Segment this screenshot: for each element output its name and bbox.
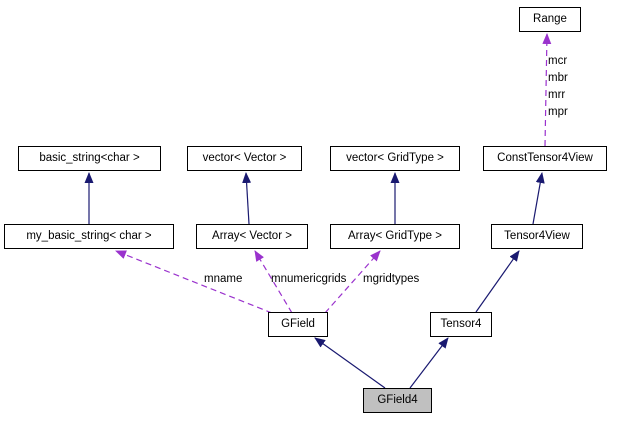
edge-label-mcr: mcr: [548, 55, 568, 67]
edge-label-mrr: mrr: [548, 89, 566, 101]
edge-const-tensor4view-uses-range: [542, 33, 552, 147]
node-array-gridtype[interactable]: Array< GridType >: [330, 224, 460, 249]
edge-gfield-uses-my-basic-string: [115, 250, 273, 314]
edge-label-mname: mname: [204, 273, 243, 285]
edge-array-vector-to-vector-vector: [242, 172, 252, 225]
node-array-vector[interactable]: Array< Vector >: [196, 224, 308, 249]
node-const-tensor4view[interactable]: ConstTensor4View: [483, 146, 607, 171]
edge-gfield-uses-array-vector: [254, 250, 293, 314]
node-gfield4: GField4: [363, 388, 432, 413]
edge-label-mnumericgrids: mnumericgrids: [271, 273, 347, 285]
edge-tensor4view-to-const-tensor4view: [532, 172, 545, 225]
node-vector-vector[interactable]: vector< Vector >: [187, 146, 302, 171]
edge-label-mpr: mpr: [548, 106, 568, 118]
edge-tensor4-to-tensor4view: [475, 250, 520, 313]
edge-gfield4-to-tensor4: [409, 337, 449, 389]
edge-gfield4-to-gfield: [314, 337, 386, 389]
node-tensor4view[interactable]: Tensor4View: [491, 224, 583, 249]
node-tensor4[interactable]: Tensor4: [430, 312, 492, 337]
node-gfield[interactable]: GField: [268, 312, 328, 337]
edge-gfield-uses-array-gridtype: [324, 250, 381, 314]
node-range[interactable]: Range: [519, 7, 581, 32]
edge-label-mgridtypes: mgridtypes: [363, 273, 420, 285]
edge-label-range-members: mcr mbr mrr mpr: [548, 53, 568, 121]
node-my-basic-string[interactable]: my_basic_string< char >: [4, 224, 174, 249]
edge-label-mbr: mbr: [548, 72, 568, 84]
node-vector-gridtype[interactable]: vector< GridType >: [330, 146, 460, 171]
node-basic-string[interactable]: basic_string<char >: [18, 146, 161, 171]
